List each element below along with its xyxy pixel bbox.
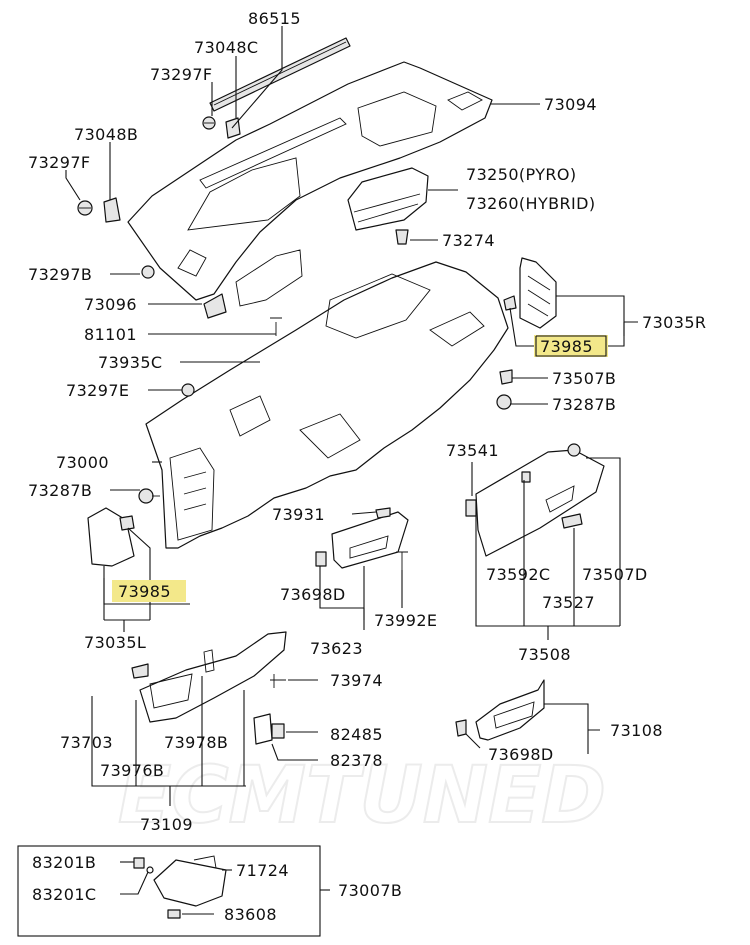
- label-73976b: 73976B: [100, 761, 164, 780]
- damper-73592c: [521, 471, 531, 483]
- label-86515: 86515: [248, 9, 301, 28]
- label-73094: 73094: [544, 95, 597, 114]
- inset-tray-71724: [153, 855, 227, 907]
- label-73698d-right: 73698D: [488, 745, 554, 764]
- label-73297e: 73297E: [66, 381, 129, 400]
- box-73985-left: [103, 578, 190, 605]
- clip-73931: [375, 507, 391, 519]
- label-73287b-right: 73287B: [552, 395, 616, 414]
- label-73096: 73096: [84, 295, 137, 314]
- clip-83201c: [146, 866, 154, 874]
- lower-panel-73623: [331, 511, 409, 569]
- label-83608: 83608: [224, 905, 277, 924]
- clip-73985-right: [503, 295, 517, 311]
- bolt-73287b-right: [496, 394, 512, 410]
- screw-73974: [270, 674, 286, 688]
- bolt-73274: [395, 229, 409, 245]
- screw-73297f-left: [77, 200, 93, 216]
- box-73985-right: [535, 335, 607, 357]
- label-73048b: 73048B: [74, 125, 138, 144]
- clip-73703: [131, 663, 149, 679]
- clip-73507b: [499, 369, 513, 385]
- dashboard-top-panel: [127, 61, 493, 301]
- bumper-73507d: [567, 443, 581, 457]
- label-73007b: 73007B: [338, 881, 402, 900]
- clip-73985-left: [119, 515, 135, 531]
- label-73297b: 73297B: [28, 265, 92, 284]
- label-73992e: 73992E: [374, 611, 437, 630]
- label-73507d: 73507D: [582, 565, 648, 584]
- dashboard-main-frame: [145, 249, 509, 549]
- watermark-text: ECMTUNED: [118, 751, 606, 841]
- label-73931: 73931: [272, 505, 325, 524]
- label-73935c: 73935C: [98, 353, 162, 372]
- stopper-73541: [465, 499, 477, 517]
- label-73250: 73250(PYRO): [466, 165, 577, 184]
- lower-panel-73109: [139, 631, 287, 723]
- clip-73048b: [103, 197, 121, 223]
- label-83201c: 83201C: [32, 885, 96, 904]
- clip-73698d-right: [455, 719, 467, 737]
- highlight-73985-left: [112, 580, 186, 602]
- label-82378: 82378: [330, 751, 383, 770]
- clip-73096: [203, 293, 227, 319]
- label-73703: 73703: [60, 733, 113, 752]
- screw-73297b: [141, 265, 155, 279]
- label-73592c: 73592C: [486, 565, 550, 584]
- fastener-82485: [271, 723, 285, 739]
- screw-73297f-top: [202, 116, 216, 130]
- highlight-73985-right: [534, 335, 608, 357]
- label-73109: 73109: [140, 815, 193, 834]
- label-82485: 82485: [330, 725, 383, 744]
- label-73508: 73508: [518, 645, 571, 664]
- passenger-airbag-module: [347, 167, 429, 231]
- clip-73698d-mid: [315, 551, 327, 567]
- screw-73992e: [396, 551, 408, 570]
- leader-lines: [65, 26, 638, 915]
- label-73507b: 73507B: [552, 369, 616, 388]
- label-73035r: 73035R: [642, 313, 706, 332]
- label-73260: 73260(HYBRID): [466, 194, 596, 213]
- bolt-81101: [270, 317, 282, 336]
- label-73623: 73623: [310, 639, 363, 658]
- bolt-73287b-left: [138, 488, 160, 504]
- label-73541: 73541: [446, 441, 499, 460]
- label-73985-left: 73985: [118, 582, 171, 601]
- label-73698d-mid: 73698D: [280, 585, 346, 604]
- bolt-73297e: [181, 383, 195, 397]
- lower-cover-73108: [475, 679, 545, 741]
- label-71724: 71724: [236, 861, 289, 880]
- label-73035l: 73035L: [84, 633, 146, 652]
- glove-box: [475, 449, 605, 557]
- label-73974: 73974: [330, 671, 383, 690]
- label-73274: 73274: [442, 231, 495, 250]
- label-73527: 73527: [542, 593, 595, 612]
- label-73297f-left: 73297F: [28, 153, 91, 172]
- fastener-82378: [253, 713, 273, 745]
- label-73985-right: 73985: [540, 337, 593, 356]
- label-73978b: 73978B: [164, 733, 228, 752]
- label-73297f-top: 73297F: [150, 65, 213, 84]
- label-83201b: 83201B: [32, 853, 96, 872]
- label-73048c: 73048C: [194, 38, 258, 57]
- label-73000: 73000: [56, 453, 109, 472]
- clip-83201b: [133, 857, 145, 869]
- label-73287b-left: 73287B: [28, 481, 92, 500]
- inset-box-73007b: [17, 845, 321, 937]
- label-73108: 73108: [610, 721, 663, 740]
- striker-73527: [561, 513, 583, 529]
- side-cover-right: [519, 257, 557, 329]
- part-labels: 86515 73048C 73297F 73048B 73297F 73094 …: [28, 9, 706, 924]
- screw-83608: [167, 909, 181, 919]
- label-81101: 81101: [84, 325, 137, 344]
